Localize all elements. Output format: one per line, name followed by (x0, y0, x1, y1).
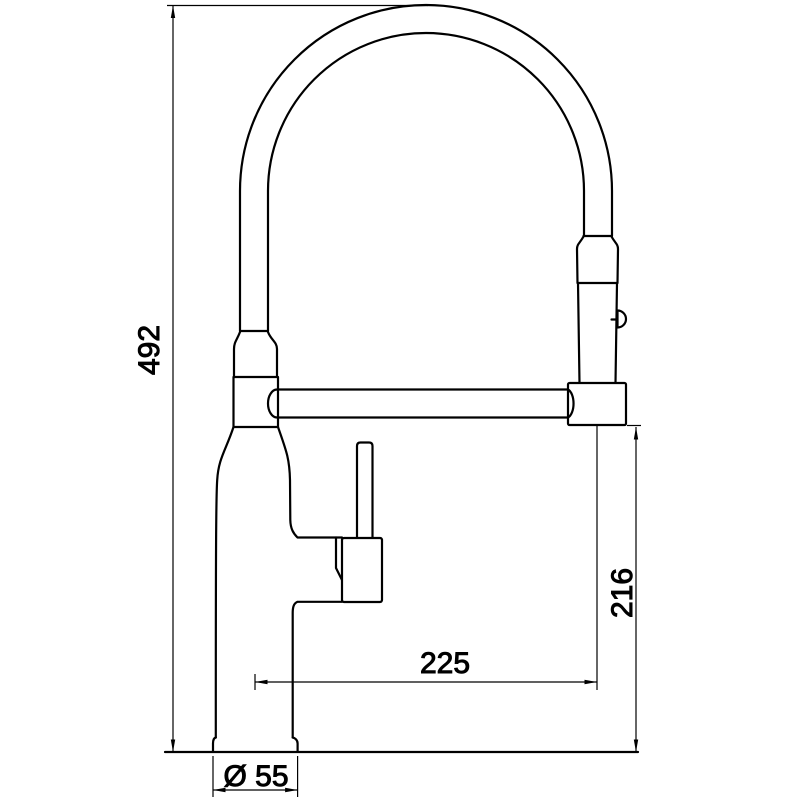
base-flange (211, 736, 299, 753)
dimension-label-base-diameter: Ø 55 (223, 760, 288, 793)
spray-head-button (610, 309, 628, 329)
spout-tube-right-cap (566, 388, 575, 419)
spout-tube-left-cap (266, 388, 279, 419)
arrow-down-icon (633, 739, 639, 752)
spray-head-collar (575, 235, 620, 285)
spray-head-body (576, 281, 619, 385)
arrow-up-icon (633, 427, 639, 440)
dimension-base-diameter: Ø 55 (212, 756, 299, 797)
body-right-edge (276, 425, 344, 539)
dimension-label-overall-height: 492 (133, 325, 166, 375)
dimension-overall-height: 492 (133, 4, 428, 752)
arrow-right-icon (285, 787, 298, 793)
body-lower-right-edge (291, 600, 344, 739)
handle-lever (355, 441, 374, 542)
dimension-outlet-height: 216 (606, 424, 641, 752)
arrow-down-icon (170, 739, 176, 752)
hose-arc-inner (266, 31, 586, 333)
riser-collar (232, 330, 279, 379)
spout-tube (275, 388, 570, 419)
hose-arc-outer (238, 3, 614, 333)
riser-upper-cylinder (232, 375, 280, 429)
dimension-spout-reach: 225 (254, 426, 598, 690)
handle-base-block (340, 536, 384, 604)
faucet-outline (163, 3, 640, 754)
arrow-left-icon (255, 679, 268, 685)
arrow-left-icon (213, 787, 226, 793)
arrow-right-icon (584, 679, 597, 685)
body-left-edge (214, 425, 235, 739)
dimension-label-spout-reach: 225 (420, 647, 470, 680)
arrow-up-icon (170, 5, 176, 18)
spout-holder-block (566, 381, 628, 427)
dimension-label-outlet-height: 216 (606, 568, 639, 618)
